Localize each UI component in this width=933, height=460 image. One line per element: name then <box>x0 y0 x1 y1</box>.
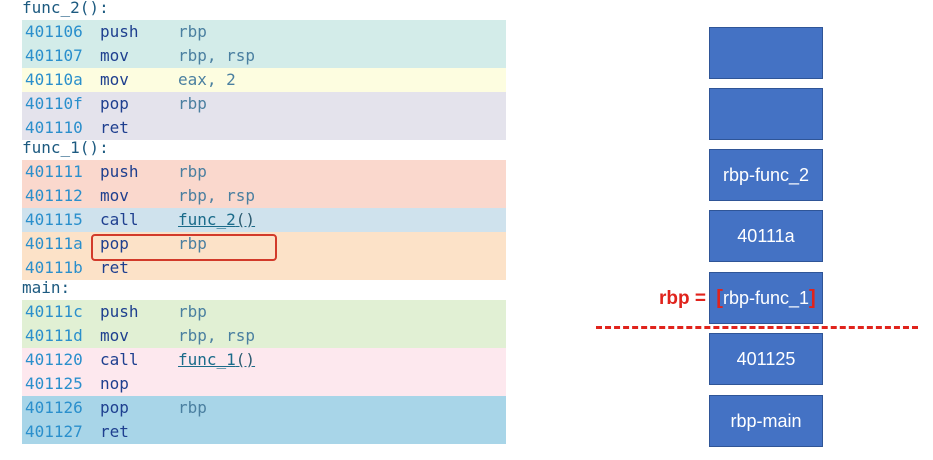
instruction-opcode: pop <box>100 94 129 113</box>
instruction-row: 40110a mov eax, 2 <box>22 68 506 92</box>
call-parens: () <box>235 350 256 369</box>
operand-text: rbp <box>178 22 207 41</box>
call-target-link[interactable]: func_2() <box>178 208 255 232</box>
function-label: main: <box>22 278 71 297</box>
instruction-row: 401115 call func_2() <box>22 208 506 232</box>
instruction-row: 401120 call func_1() <box>22 348 506 372</box>
stack-slot: 401125 <box>709 333 823 385</box>
stack-slot-label: 40111a <box>737 225 795 246</box>
instruction-operands: rbp <box>178 160 207 184</box>
stack-slot: [rbp-func_1] <box>709 272 823 324</box>
instruction-address: 40111a <box>25 234 83 253</box>
stack-slot-label: rbp-main <box>730 410 802 431</box>
instruction-address: 401110 <box>25 118 83 137</box>
instruction-row: 401125 nop <box>22 372 506 396</box>
instruction-opcode: call <box>100 210 139 229</box>
instruction-address: 401107 <box>25 46 83 65</box>
operand-text: rbp, rsp <box>178 326 256 345</box>
stack-slot <box>709 88 823 140</box>
call-parens: () <box>235 210 256 229</box>
instruction-opcode: mov <box>100 70 129 89</box>
instruction-row: 401111 push rbp <box>22 160 506 184</box>
instruction-opcode: mov <box>100 186 129 205</box>
stack-slot <box>709 27 823 79</box>
current-instruction-highlight <box>91 234 277 261</box>
instruction-address: 40111b <box>25 258 83 277</box>
pointer-bracket-close: ] <box>809 286 816 309</box>
instruction-address: 401111 <box>25 162 83 181</box>
instruction-row: 401107 mov rbp, rsp <box>22 44 506 68</box>
instruction-opcode: push <box>100 22 139 41</box>
instruction-address: 401106 <box>25 22 83 41</box>
instruction-opcode: nop <box>100 374 129 393</box>
stack-slot-label: rbp-func_2 <box>722 164 810 185</box>
instruction-opcode: pop <box>100 398 129 417</box>
instruction-operands: rbp <box>178 92 207 116</box>
instruction-row: 40111c push rbp <box>22 300 506 324</box>
instruction-address: 401115 <box>25 210 83 229</box>
instruction-operands: rbp <box>178 232 207 256</box>
instruction-operands: rbp <box>178 300 207 324</box>
instruction-opcode: ret <box>100 118 129 137</box>
instruction-opcode: call <box>100 350 139 369</box>
instruction-row: 401127 ret <box>22 420 506 444</box>
instruction-operands: rbp, rsp <box>178 324 255 348</box>
operand-text: func_2 <box>178 210 236 229</box>
instruction-opcode: push <box>100 162 139 181</box>
operand-text: rbp, rsp <box>178 46 256 65</box>
call-target-link[interactable]: func_1() <box>178 348 255 372</box>
instruction-row: 401126 pop rbp <box>22 396 506 420</box>
instruction-address: 401126 <box>25 398 83 417</box>
instruction-row: 40111a pop rbp <box>22 232 506 256</box>
instruction-opcode: ret <box>100 422 129 441</box>
instruction-operands: eax, 2 <box>178 68 236 92</box>
instruction-address: 401112 <box>25 186 83 205</box>
stack-slot-label: rbp-func_1 <box>722 287 810 308</box>
instruction-address: 40110f <box>25 94 83 113</box>
instruction-row: 40111d mov rbp, rsp <box>22 324 506 348</box>
instruction-address: 40110a <box>25 70 83 89</box>
instruction-row: 401106 push rbp <box>22 20 506 44</box>
function-label: func_2(): <box>22 0 109 17</box>
rbp-pointer-label: rbp = <box>659 288 712 309</box>
instruction-operands: rbp, rsp <box>178 44 255 68</box>
operand-text: rbp <box>178 302 207 321</box>
instruction-address: 40111d <box>25 326 83 345</box>
instruction-row: 40110f pop rbp <box>22 92 506 116</box>
stack-slot-label: 401125 <box>736 348 796 369</box>
operand-text: rbp, rsp <box>178 186 256 205</box>
stack-slot: 40111a <box>709 210 823 262</box>
instruction-operands: rbp, rsp <box>178 184 255 208</box>
operand-text: rbp <box>178 162 207 181</box>
stack-slot: rbp-main <box>709 395 823 447</box>
instruction-operands: rbp <box>178 396 207 420</box>
operand-text: eax, 2 <box>178 70 236 89</box>
instruction-opcode: mov <box>100 326 129 345</box>
instruction-row: 401110 ret <box>22 116 506 140</box>
operand-text: rbp <box>178 94 207 113</box>
operand-text: rbp <box>178 398 207 417</box>
instruction-opcode: pop <box>100 234 129 253</box>
stack-slot: rbp-func_2 <box>709 149 823 201</box>
operand-text: func_1 <box>178 350 236 369</box>
instruction-row: 401112 mov rbp, rsp <box>22 184 506 208</box>
function-label: func_1(): <box>22 138 109 157</box>
instruction-operands: rbp <box>178 20 207 44</box>
instruction-address: 401125 <box>25 374 83 393</box>
stack-frame-divider <box>596 326 918 329</box>
instruction-opcode: mov <box>100 46 129 65</box>
operand-text: rbp <box>178 234 207 253</box>
instruction-opcode: push <box>100 302 139 321</box>
instruction-address: 40111c <box>25 302 83 321</box>
instruction-opcode: ret <box>100 258 129 277</box>
pointer-bracket-open: [ <box>716 286 723 309</box>
instruction-address: 401120 <box>25 350 83 369</box>
instruction-address: 401127 <box>25 422 83 441</box>
